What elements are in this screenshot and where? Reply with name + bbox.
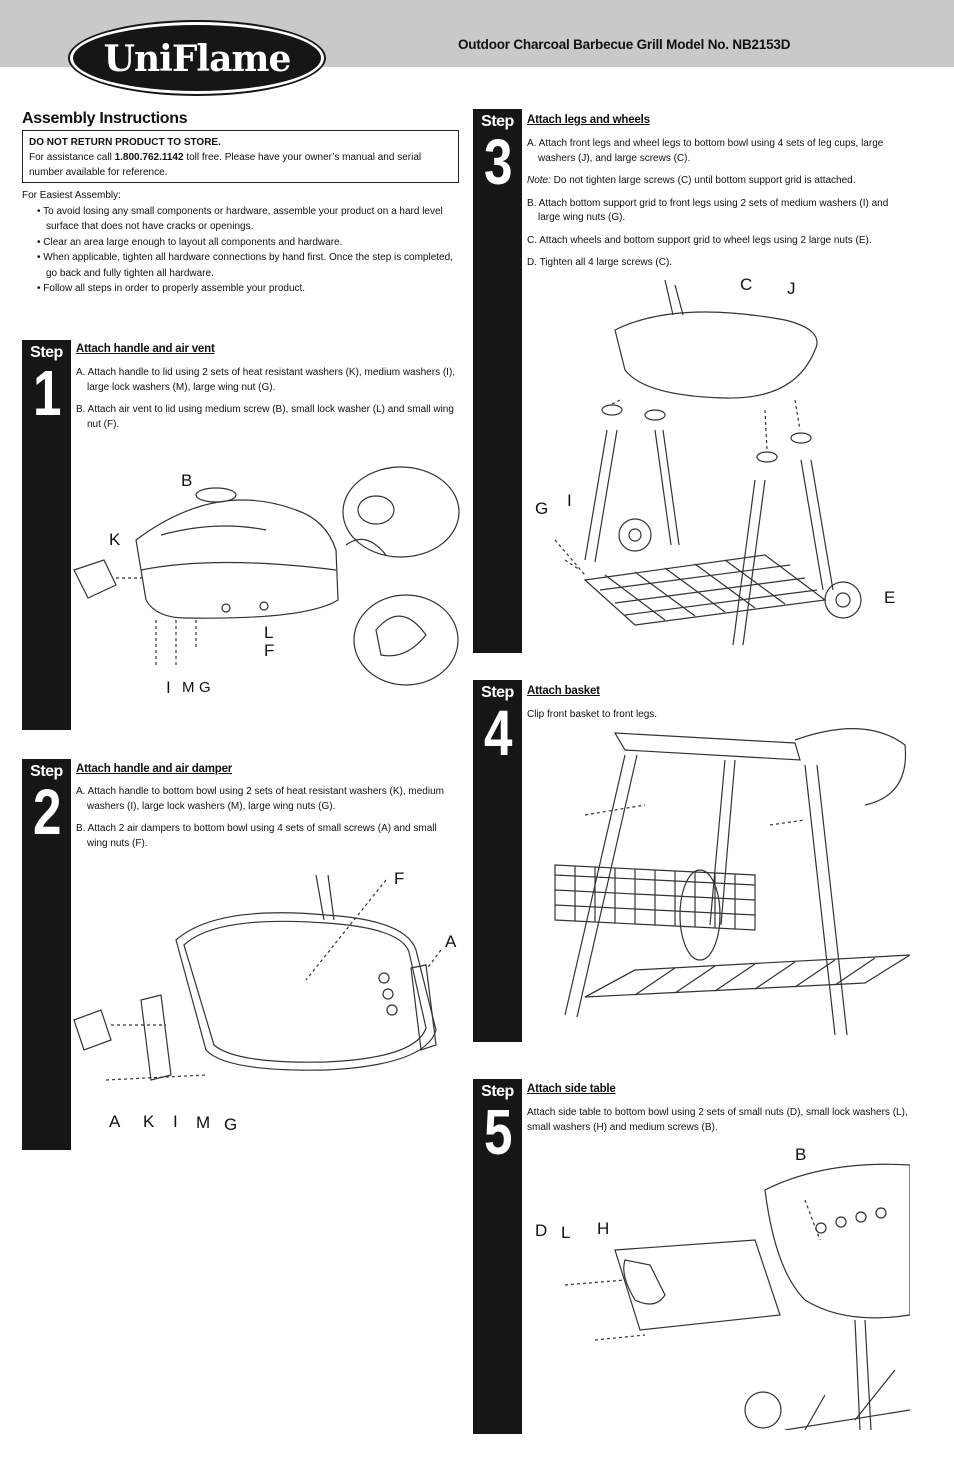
easiest-list: • To avoid losing any small components o… xyxy=(36,204,462,297)
basket xyxy=(554,864,756,931)
label-l: L xyxy=(264,623,273,642)
label-a: A xyxy=(109,1112,121,1131)
label-e: E xyxy=(884,588,895,607)
easiest-assembly: For Easiest Assembly: • To avoid losing … xyxy=(22,188,462,297)
section-title: Assembly Instructions xyxy=(22,110,188,127)
detail-inset-vent xyxy=(342,466,460,558)
step-1-bar: Step 1 xyxy=(22,340,71,730)
step-4-bar: Step 4 xyxy=(473,680,522,1042)
list-item: • Follow all steps in order to properly … xyxy=(37,283,306,294)
notice-text: For assistance call 1.800.762.1142 toll … xyxy=(29,152,422,178)
step-2-illustration: F A A K I M G xyxy=(73,869,457,1134)
support-grid xyxy=(584,954,910,998)
label-h: H xyxy=(597,1219,609,1238)
step-3-note: Note: Do not tighten large screws (C) un… xyxy=(527,175,856,186)
step-3-text: A. Attach front legs and wheel legs to b… xyxy=(527,137,912,279)
grill-bowl xyxy=(764,1163,910,1319)
brand-name: UniFlame xyxy=(103,38,292,80)
step-number: 5 xyxy=(484,1096,512,1168)
step-label: Step xyxy=(30,344,63,361)
step-4-line: Clip front basket to front legs. xyxy=(527,709,658,720)
phone-number: 1.800.762.1142 xyxy=(114,152,184,163)
lid-handle xyxy=(73,559,117,599)
label-k: K xyxy=(143,1112,155,1131)
step-3-line-d: D. Tighten all 4 large screws (C). xyxy=(527,257,673,268)
wheel xyxy=(744,1391,782,1429)
step-1-line-b: B. Attach air vent to lid using medium s… xyxy=(76,404,454,430)
step-3-bar: Step 3 xyxy=(473,109,522,653)
step-5-title: Attach side table xyxy=(527,1083,616,1095)
step-2-line-b: B. Attach 2 air dampers to bottom bowl u… xyxy=(76,823,437,849)
step-1-text: A. Attach handle to lid using 2 sets of … xyxy=(76,366,456,440)
wheel xyxy=(824,581,862,619)
label-d: D xyxy=(535,1221,547,1240)
step-5-line: Attach side table to bottom bowl using 2… xyxy=(527,1107,908,1133)
detail-inset-handle xyxy=(353,594,459,686)
step-5-illustration: B D L H xyxy=(535,1145,910,1430)
step-1-illustration: B K L F I M G xyxy=(73,466,460,697)
notice-box: DO NOT RETURN PRODUCT TO STORE. For assi… xyxy=(22,130,459,183)
front-leg xyxy=(584,429,618,563)
step-4-illustration xyxy=(554,728,910,1036)
step-label: Step xyxy=(481,684,514,701)
label-i: I xyxy=(166,678,171,697)
side-table xyxy=(614,1239,781,1331)
step-number: 3 xyxy=(484,126,512,198)
document-title: Outdoor Charcoal Barbecue Grill Model No… xyxy=(458,37,791,52)
label-m: M xyxy=(196,1113,210,1132)
label-j: J xyxy=(787,279,796,298)
label-g: G xyxy=(224,1115,237,1134)
front-leg xyxy=(564,754,638,1018)
support-grid xyxy=(583,554,827,626)
step-2-line-a: A. Attach handle to bottom bowl using 2 … xyxy=(76,786,444,812)
label-f: F xyxy=(264,641,274,660)
bottom-bowl xyxy=(175,912,437,1071)
label-c: C xyxy=(740,275,752,294)
note-label: Note: xyxy=(527,175,551,186)
step-2-title: Attach handle and air damper xyxy=(76,763,233,775)
label-i: I xyxy=(567,491,572,510)
step-label: Step xyxy=(30,763,63,780)
label-i: I xyxy=(173,1112,178,1131)
notice-heading: DO NOT RETURN PRODUCT TO STORE. xyxy=(29,137,221,148)
uniflame-logo: UniFlame xyxy=(70,22,324,94)
wheel xyxy=(618,518,652,552)
step-2-bar: Step 2 xyxy=(22,759,71,1150)
grill-bowl xyxy=(614,311,818,399)
label-g: G xyxy=(535,499,548,518)
step-1-title: Attach handle and air vent xyxy=(76,343,215,355)
step-3-line-a: A. Attach front legs and wheel legs to b… xyxy=(527,138,884,164)
step-label: Step xyxy=(481,113,514,130)
step-3-line-b: B. Attach bottom support grid to front l… xyxy=(527,197,889,224)
bowl-handle xyxy=(73,1009,112,1051)
easiest-heading: For Easiest Assembly: xyxy=(22,190,121,201)
step-2-text: A. Attach handle to bottom bowl using 2 … xyxy=(76,785,456,859)
label-l: L xyxy=(561,1223,570,1242)
label-k: K xyxy=(109,530,121,549)
step-3-line-c: C. Attach wheels and bottom support grid… xyxy=(527,234,872,246)
label-f: F xyxy=(394,869,404,888)
list-item: • Clear an area large enough to layout a… xyxy=(37,236,343,248)
step-1-line-a: A. Attach handle to lid using 2 sets of … xyxy=(76,367,456,393)
label-b: B xyxy=(181,471,192,490)
step-number: 4 xyxy=(484,697,512,769)
step-3-illustration: C J G I E xyxy=(535,275,895,646)
wheel-leg xyxy=(654,429,680,546)
step-4-title: Attach basket xyxy=(527,685,600,697)
grill-lid xyxy=(135,499,339,619)
label-b: B xyxy=(795,1145,806,1164)
step-5-bar: Step 5 xyxy=(473,1079,522,1434)
label-g: G xyxy=(199,679,211,696)
list-item: • To avoid losing any small components o… xyxy=(37,205,443,233)
label-a: A xyxy=(445,932,457,951)
label-m: M xyxy=(182,679,195,696)
step-5-text: Attach side table to bottom bowl using 2… xyxy=(527,1106,912,1143)
step-3-title: Attach legs and wheels xyxy=(527,114,650,126)
step-4-text: Clip front basket to front legs. xyxy=(527,708,912,731)
step-label: Step xyxy=(481,1083,514,1100)
list-item: • When applicable, tighten all hardware … xyxy=(37,252,453,279)
air-vent xyxy=(195,487,237,503)
step-number: 2 xyxy=(33,776,61,848)
step-number: 1 xyxy=(33,357,61,429)
